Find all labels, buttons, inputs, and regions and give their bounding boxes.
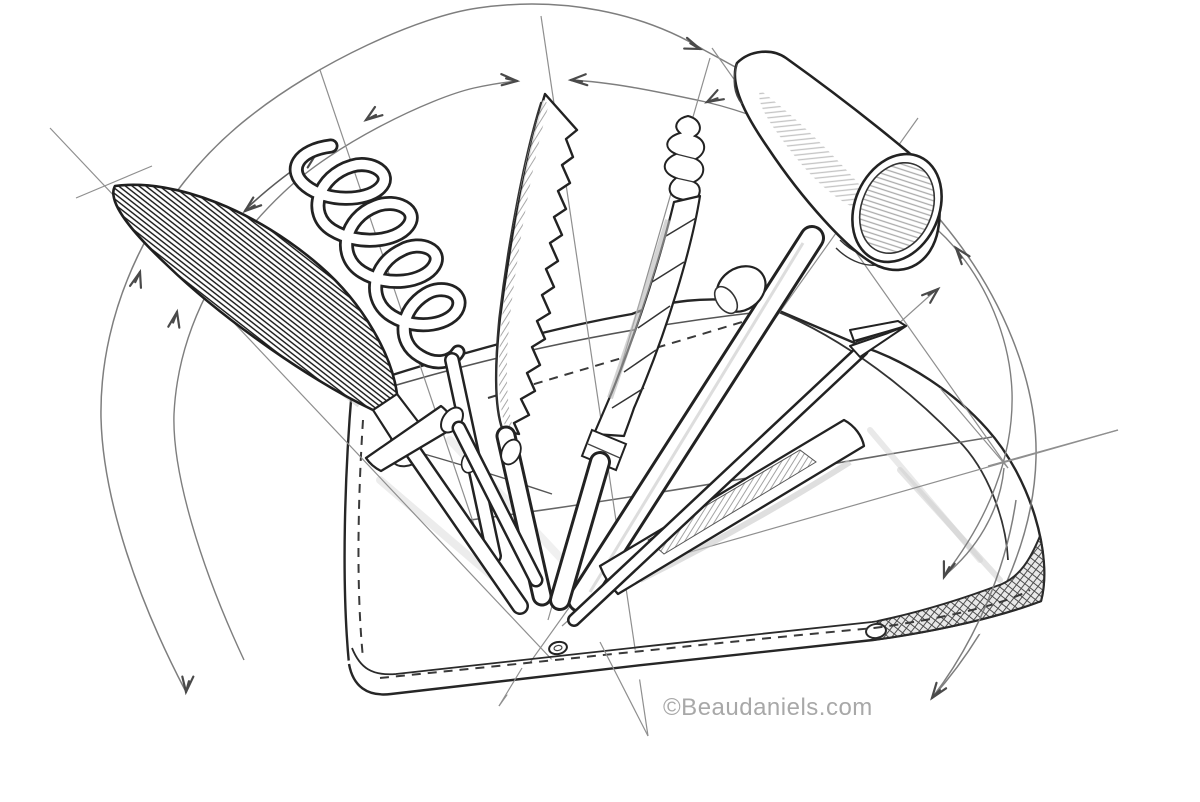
mallet-head-hatch [759, 90, 880, 212]
saw-collar [500, 438, 522, 466]
tool-mallet [567, 50, 943, 613]
phillips-tip-flange-2 [849, 325, 907, 358]
construction-overlay [498, 387, 1119, 737]
mallet-face-rim [858, 161, 936, 255]
phillips-tip-flange-1 [849, 320, 907, 342]
auger-screw-tip [663, 114, 706, 204]
saw-spine-line [495, 101, 542, 429]
outer-arc [100, 3, 1037, 699]
mallet-collar-face [713, 285, 739, 315]
stitch-left [357, 419, 364, 659]
watermark-text: ©Beaudaniels.com [663, 694, 873, 721]
tool-phillips [567, 320, 907, 627]
pouch-opening-edge [469, 436, 993, 521]
pouch-flap-fold [762, 305, 1009, 561]
stitch-top [487, 321, 743, 399]
pouch-top-band [359, 311, 761, 397]
rivet [548, 640, 568, 656]
inner-arc-tail [943, 467, 1005, 577]
inner-arc-right [569, 79, 1013, 577]
tool-chisel [598, 418, 866, 596]
flap-roll [872, 535, 1046, 641]
outer-arc-tail [931, 499, 1017, 699]
mallet-poll-line [733, 63, 743, 105]
tool-auger [549, 114, 706, 611]
auger-flutes [611, 217, 697, 409]
tool-awl [364, 404, 544, 588]
pouch-front-band [337, 535, 1046, 709]
saw-spine-hatch [498, 100, 549, 428]
